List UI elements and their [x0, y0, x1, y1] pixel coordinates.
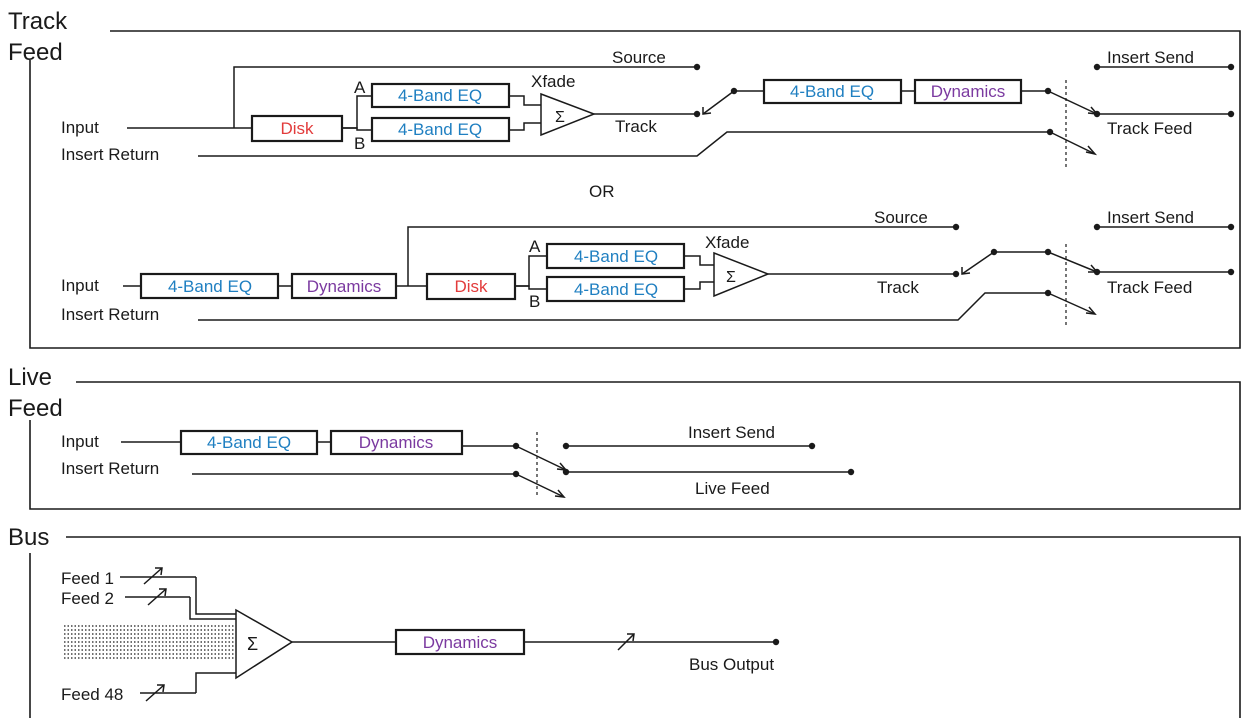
source-label: Source	[612, 48, 666, 67]
live-feed-frame	[29, 381, 1241, 510]
sigma-symbol: Σ	[726, 269, 736, 286]
bus-output-label: Bus Output	[689, 655, 774, 674]
insert-return-label: Insert Return	[61, 459, 159, 478]
track-label: Track	[877, 278, 919, 297]
bus-section: Bus Feed 1 Feed 2 Feed 48 Σ	[8, 524, 1241, 718]
live-feed-title-line2: Feed	[8, 395, 63, 422]
xfade-sum-triangle	[540, 92, 597, 137]
xfade-label: Xfade	[705, 233, 749, 252]
track-feed-variant-1: Input Insert Return Source Disk A B 4-Ba…	[61, 48, 1235, 168]
dynamics-block	[329, 429, 464, 456]
track-feed-label: Track Feed	[1107, 278, 1192, 297]
path-b-label: B	[529, 292, 540, 311]
or-label: OR	[589, 182, 615, 201]
live-feed-title-line1: Live	[8, 364, 52, 391]
eq-label: 4-Band EQ	[790, 82, 874, 101]
feed-48-label: Feed 48	[61, 685, 123, 704]
eq-label: 4-Band EQ	[168, 277, 252, 296]
live-feed-section: Live Feed Input 4-Band EQ Dynamics Inser…	[8, 364, 1241, 510]
disk-label: Disk	[280, 119, 314, 138]
track-feed-title-line2: Feed	[8, 39, 63, 66]
bus-sum-triangle	[235, 608, 294, 680]
disk-block	[250, 114, 344, 143]
track-feed-label: Track Feed	[1107, 119, 1192, 138]
dynamics-label: Dynamics	[931, 82, 1006, 101]
input-label: Input	[61, 276, 99, 295]
bus-title: Bus	[8, 524, 49, 551]
track-feed-title-line1: Track	[8, 8, 68, 35]
insert-return-label: Insert Return	[61, 145, 159, 164]
dynamics-label: Dynamics	[359, 433, 434, 452]
xfade-label: Xfade	[531, 72, 575, 91]
track-feed-variant-2: Input 4-Band EQ Dynamics Source Disk A B…	[61, 208, 1235, 326]
insert-send-label: Insert Send	[1107, 48, 1194, 67]
path-a-label: A	[354, 78, 366, 97]
eq-label: 4-Band EQ	[398, 86, 482, 105]
insert-send-label: Insert Send	[1107, 208, 1194, 227]
bus-frame	[29, 536, 1241, 718]
dynamics-label: Dynamics	[423, 633, 498, 652]
path-a-label: A	[529, 237, 541, 256]
input-label: Input	[61, 118, 99, 137]
track-feed-section: Track Feed Input Insert Return Source Di…	[8, 8, 1241, 349]
source-label: Source	[874, 208, 928, 227]
sigma-symbol: Σ	[555, 109, 565, 126]
disk-label: Disk	[454, 277, 488, 296]
input-label: Input	[61, 432, 99, 451]
track-feed-frame	[29, 30, 1241, 349]
eq-label: 4-Band EQ	[398, 120, 482, 139]
xfade-sum-triangle	[713, 251, 771, 298]
dynamics-block	[290, 272, 398, 300]
path-b-label: B	[354, 134, 365, 153]
track-label: Track	[615, 117, 657, 136]
insert-send-label: Insert Send	[688, 423, 775, 442]
eq-label: 4-Band EQ	[574, 247, 658, 266]
eq-label: 4-Band EQ	[574, 280, 658, 299]
feed-bundle-lines	[64, 625, 236, 659]
feed-1-label: Feed 1	[61, 569, 114, 588]
eq-label: 4-Band EQ	[207, 433, 291, 452]
dynamics-label: Dynamics	[307, 277, 382, 296]
live-feed-label: Live Feed	[695, 479, 770, 498]
insert-return-label: Insert Return	[61, 305, 159, 324]
disk-block	[425, 272, 517, 301]
sigma-symbol: Σ	[247, 634, 258, 654]
feed-2-label: Feed 2	[61, 589, 114, 608]
